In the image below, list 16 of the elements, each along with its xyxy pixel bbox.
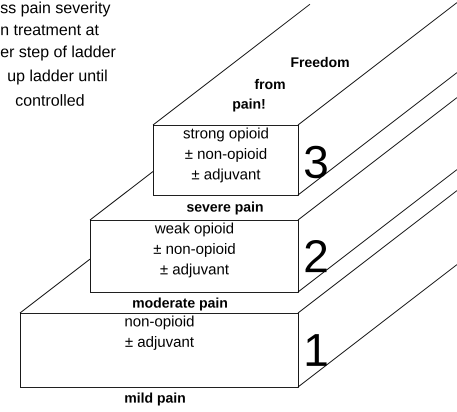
step-box: strong opioid ± non-opioid ± adjuvant bbox=[153, 125, 299, 196]
pain-level-label: moderate pain bbox=[133, 297, 227, 311]
step-box: non-opioid ± adjuvant bbox=[20, 313, 299, 388]
note-text: up ladder until bbox=[8, 70, 107, 84]
note-text: controlled bbox=[16, 94, 84, 106]
pain-level-label: pain! bbox=[233, 98, 264, 112]
step-number: 3 bbox=[304, 146, 327, 178]
pain-level-label: from bbox=[254, 78, 285, 90]
step-number: 2 bbox=[306, 240, 326, 272]
note-text: ss pain severity bbox=[0, 2, 110, 16]
pain-level-label: Freedom bbox=[291, 56, 349, 68]
note-text: er step of ladder bbox=[0, 46, 116, 60]
step-number: 1 bbox=[306, 334, 327, 366]
note-text: n treatment at bbox=[1, 24, 99, 36]
step-box: weak opioid ± non-opioid ± adjuvant bbox=[90, 220, 299, 293]
pain-level-label: severe pain bbox=[186, 201, 263, 215]
